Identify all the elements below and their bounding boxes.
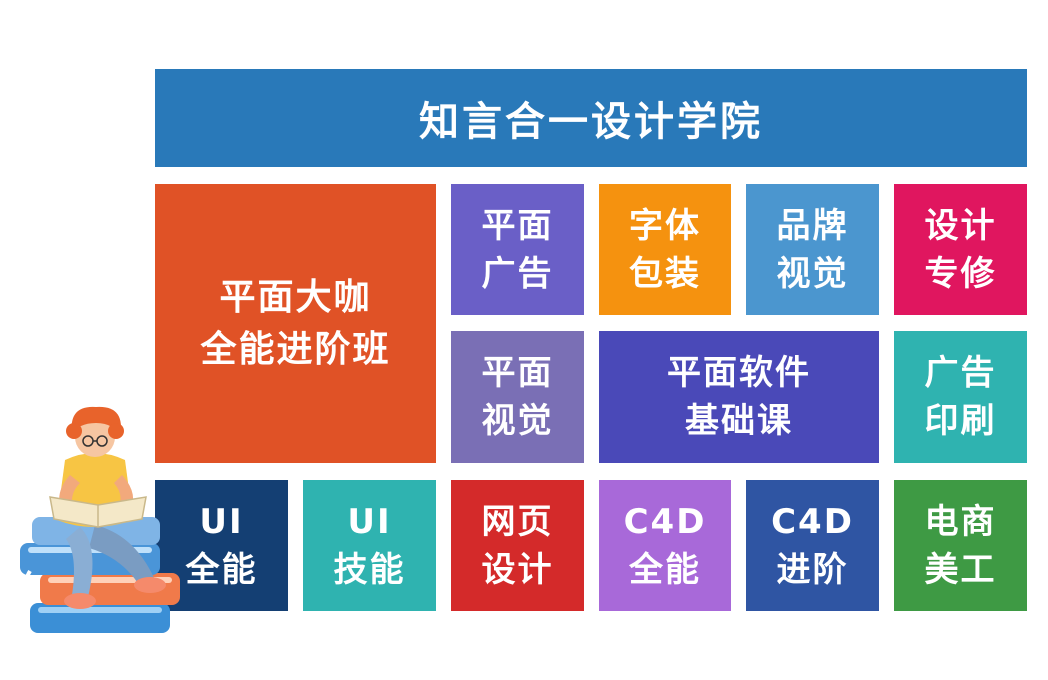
tile-label: C4D	[771, 501, 854, 542]
course-tile-web-design[interactable]: 网页设计	[451, 480, 584, 611]
course-tile-c4d-full[interactable]: C4D 全能	[599, 480, 731, 611]
tile-label: 全能	[629, 549, 701, 590]
tile-label: 广告	[924, 353, 997, 393]
tile-label: 广告	[481, 253, 554, 294]
tile-label: 视觉	[776, 253, 849, 294]
course-tile-c4d-advanced[interactable]: C4D 进阶	[746, 480, 879, 611]
tile-label: 设计	[481, 549, 554, 590]
course-tile-graphic-ad[interactable]: 平面广告	[451, 184, 584, 315]
tile-label: 印刷	[924, 401, 997, 441]
course-tile-brand-visual[interactable]: 品牌视觉	[746, 184, 879, 315]
tile-label: 平面	[481, 205, 554, 246]
course-tile-design-special[interactable]: 设计专修	[894, 184, 1027, 315]
tile-label: 平面软件	[667, 353, 811, 393]
course-tile-ad-printing[interactable]: 广告印刷	[894, 331, 1027, 463]
course-tile-ui-skill[interactable]: UI 技能	[303, 480, 436, 611]
tile-label: 平面大咖	[219, 276, 372, 318]
course-tile-graphic-master[interactable]: 平面大咖全能进阶班	[155, 184, 436, 463]
tile-label: 网页	[481, 501, 554, 542]
tile-label: 基础课	[685, 401, 793, 441]
tile-label: 电商	[924, 501, 997, 542]
tile-label: 全能进阶班	[200, 328, 391, 370]
page-title: 知言合一设计学院	[155, 69, 1027, 167]
tile-label: 字体	[629, 205, 701, 246]
course-tile-font-packaging[interactable]: 字体包装	[599, 184, 731, 315]
course-tile-graphic-visual[interactable]: 平面视觉	[451, 331, 584, 463]
tile-label: 全能	[185, 549, 258, 590]
tile-label: 美工	[924, 549, 997, 590]
tile-label: 专修	[924, 253, 997, 294]
reading-student-illustration	[20, 406, 180, 633]
tile-label: 设计	[924, 205, 997, 246]
tile-label: UI	[347, 501, 392, 542]
tile-label: 技能	[333, 549, 406, 590]
tile-label: C4D	[623, 501, 707, 542]
course-tile-graphic-software[interactable]: 平面软件基础课	[599, 331, 879, 463]
tile-label: 视觉	[481, 401, 554, 441]
tile-label: 平面	[481, 353, 554, 393]
course-tile-ecommerce-art[interactable]: 电商美工	[894, 480, 1027, 611]
tile-label: UI	[199, 501, 244, 542]
tile-label: 品牌	[776, 205, 849, 246]
tile-label: 进阶	[776, 549, 849, 590]
tile-label: 包装	[629, 253, 701, 294]
